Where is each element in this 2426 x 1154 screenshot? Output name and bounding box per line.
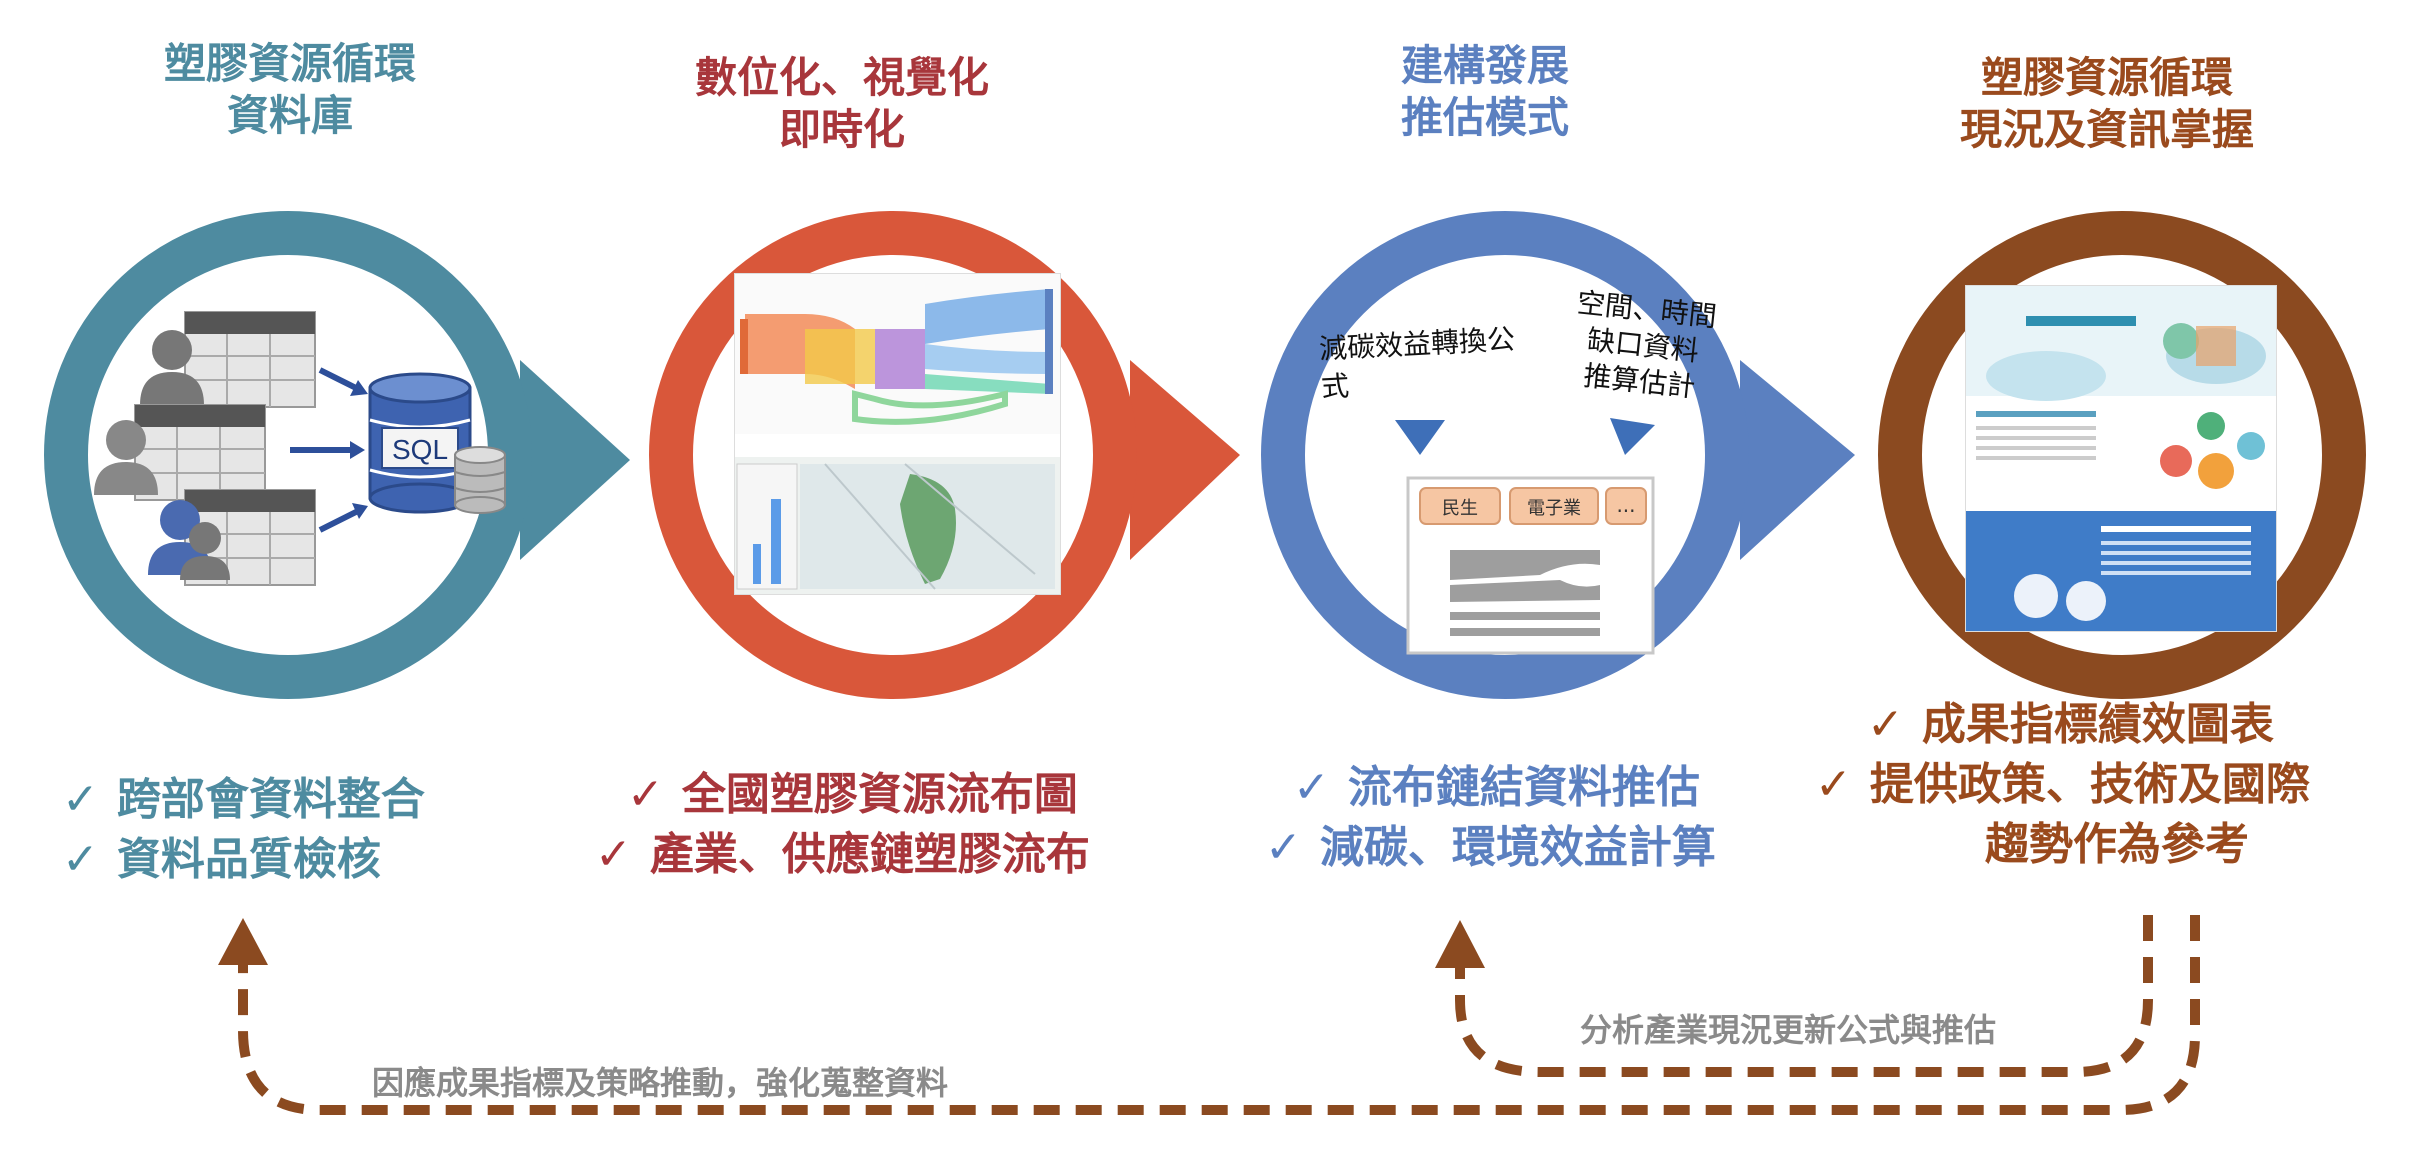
tab-minsheng-label: 民生 <box>1442 498 1478 519</box>
bullet-item: ✓提供政策、技術及國際 <box>1815 759 2310 810</box>
bullet-item: ✓資料品質檢核 <box>62 834 381 885</box>
stage-1-pointer <box>520 360 630 560</box>
short-feedback-loop <box>1455 915 2153 1077</box>
table-icon <box>184 311 316 408</box>
short-loop-label: 分析產業現況更新公式與推估 <box>1580 1011 1997 1049</box>
stage-3-pointer <box>1740 360 1855 560</box>
bullet-item: ✓全國塑膠資源流布圖 <box>627 769 1078 820</box>
flow-band <box>1450 628 1600 636</box>
flow-band <box>1450 612 1600 620</box>
database-label: SQL <box>392 434 448 465</box>
down-arrow-icon <box>1395 420 1445 455</box>
flow-band <box>1450 550 1600 580</box>
long-loop-label: 因應成果指標及策略推動，強化蒐整資料 <box>372 1064 949 1102</box>
user-icon <box>148 500 230 580</box>
tab-more <box>1605 487 1647 525</box>
tab-electronics-label: 電子業 <box>1527 498 1581 519</box>
arrow-icon <box>290 367 368 533</box>
bullet-item: ✓流布鏈結資料推估 <box>1293 762 1700 813</box>
stage-4-title: 塑膠資源循環 現況及資訊掌握 <box>1959 53 2254 154</box>
stage-2-bullets: ✓全國塑膠資源流布圖 ✓產業、供應鏈塑膠流布 <box>595 765 1090 885</box>
user-icon <box>94 420 158 495</box>
tab-electronics <box>1509 487 1599 525</box>
user-icon <box>140 330 204 405</box>
long-feedback-loop <box>238 915 2200 1115</box>
platform-svg <box>1966 286 2276 631</box>
tab-more-label: ... <box>1616 493 1635 517</box>
stage-4-bullets: ✓成果指標績效圖表 ✓提供政策、技術及國際 趨勢作為參考 <box>1815 695 2310 875</box>
stage-2-pointer <box>1130 360 1240 560</box>
long-feedback-arrowhead <box>218 918 268 965</box>
short-feedback-arrowhead <box>1435 920 1485 968</box>
table-icon <box>134 404 266 501</box>
bullet-item: ✓跨部會資料整合 <box>62 774 425 825</box>
down-arrow-icon <box>1610 418 1655 455</box>
stage-1-bullets: ✓跨部會資料整合 ✓資料品質檢核 <box>62 770 425 890</box>
stage-3-title: 建構發展 推估模式 <box>1400 41 1569 142</box>
bullet-item: ✓產業、供應鏈塑膠流布 <box>595 829 1090 880</box>
gap-estimation-label: 空間、時間 缺口資料 推算估計 <box>1575 285 1719 404</box>
tab-minsheng <box>1419 487 1501 525</box>
bullet-item: 趨勢作為參考 <box>1985 819 2249 870</box>
sankey-screenshot <box>734 273 1061 595</box>
stage-2-title: 數位化、視覺化 即時化 <box>694 53 989 154</box>
bullet-item: ✓成果指標績效圖表 <box>1867 699 2274 750</box>
sankey-svg <box>735 274 1060 594</box>
stage-1-title: 塑膠資源循環 資料庫 <box>163 39 416 140</box>
platform-screenshot <box>1965 285 2277 632</box>
bullet-item: ✓減碳、環境效益計算 <box>1265 822 1716 873</box>
carbon-formula-label: 減碳效益轉換公式 <box>1318 322 1516 404</box>
stage-3-bullets: ✓流布鏈結資料推估 ✓減碳、環境效益計算 <box>1265 758 1716 878</box>
database-icon <box>454 446 506 514</box>
flow-band <box>1450 580 1600 602</box>
